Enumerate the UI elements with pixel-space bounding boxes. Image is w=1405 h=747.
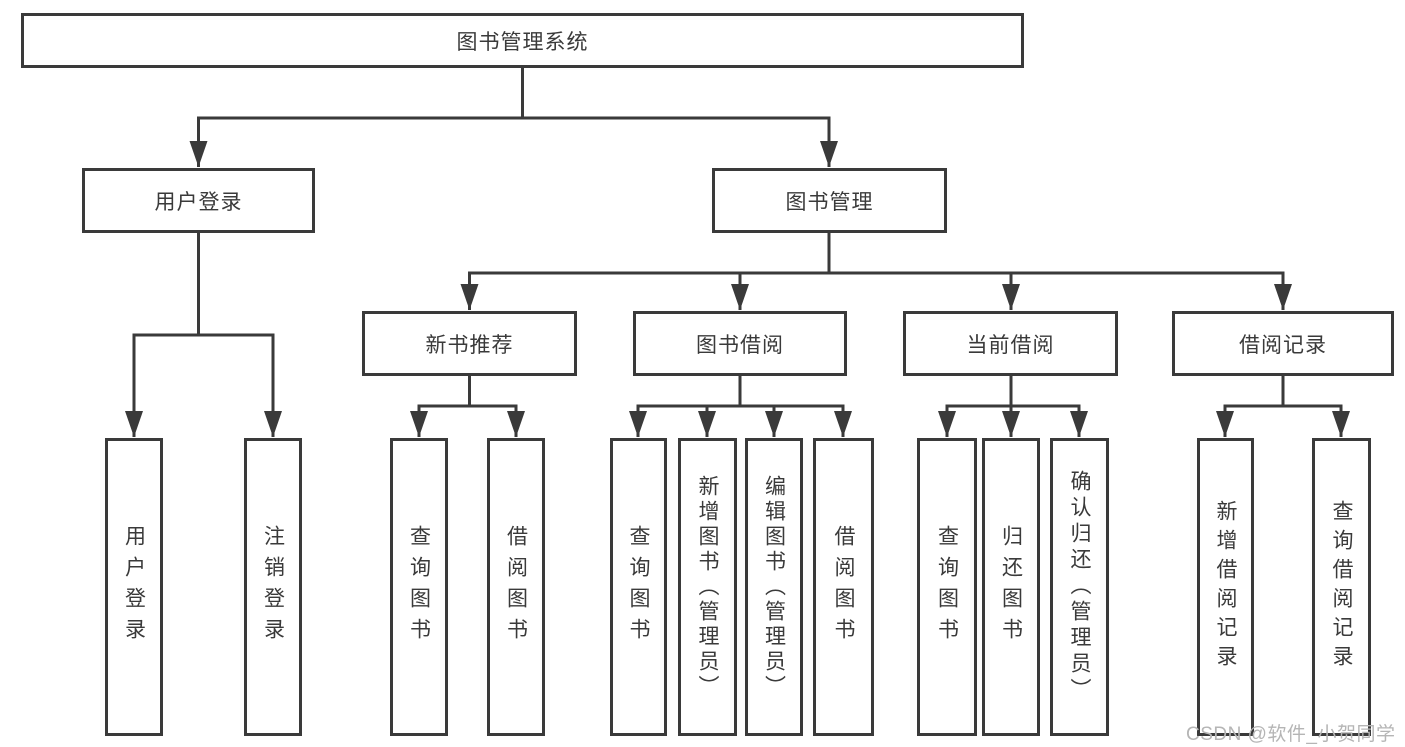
leaf-records-query-record: 查询借阅记录 [1312, 438, 1371, 736]
connector-root-to-level2 [189, 68, 838, 167]
leaf-borrow-borrow-books: 借阅图书 [813, 438, 874, 736]
connector-records-to-leaves [1216, 376, 1350, 437]
csdn-watermark: CSDN @软件_小贺同学 [1186, 724, 1396, 745]
leaf-logout-login: 注销登录 [244, 438, 302, 736]
leaf-recommend-query-books: 查询图书 [390, 438, 448, 736]
node-new-book-recommend: 新书推荐 [362, 311, 577, 376]
node-book-management: 图书管理 [712, 168, 947, 233]
leaf-user-login: 用户登录 [105, 438, 163, 736]
leaf-recommend-borrow-books: 借阅图书 [487, 438, 545, 736]
leaf-borrow-add-books-admin: 新增图书（管理员） [678, 438, 737, 736]
node-book-borrow: 图书借阅 [633, 311, 847, 376]
leaf-current-query-books: 查询图书 [917, 438, 977, 736]
connector-userlogin-to-leaves [125, 233, 282, 437]
leaf-borrow-edit-books-admin: 编辑图书（管理员） [745, 438, 803, 736]
connector-current-to-leaves [938, 376, 1088, 437]
leaf-current-return-books: 归还图书 [982, 438, 1040, 736]
connector-recommend-to-leaves [410, 376, 525, 437]
node-borrow-records: 借阅记录 [1172, 311, 1394, 376]
node-user-login: 用户登录 [82, 168, 315, 233]
leaf-records-add-record: 新增借阅记录 [1197, 438, 1254, 736]
connector-bookmgmt-to-level3 [460, 233, 1292, 310]
node-library-management-system: 图书管理系统 [21, 13, 1024, 68]
connector-borrow-to-leaves [629, 376, 852, 437]
leaf-current-confirm-return-admin: 确认归还（管理员） [1050, 438, 1109, 736]
leaf-borrow-query-books: 查询图书 [610, 438, 667, 736]
node-current-borrow: 当前借阅 [903, 311, 1118, 376]
